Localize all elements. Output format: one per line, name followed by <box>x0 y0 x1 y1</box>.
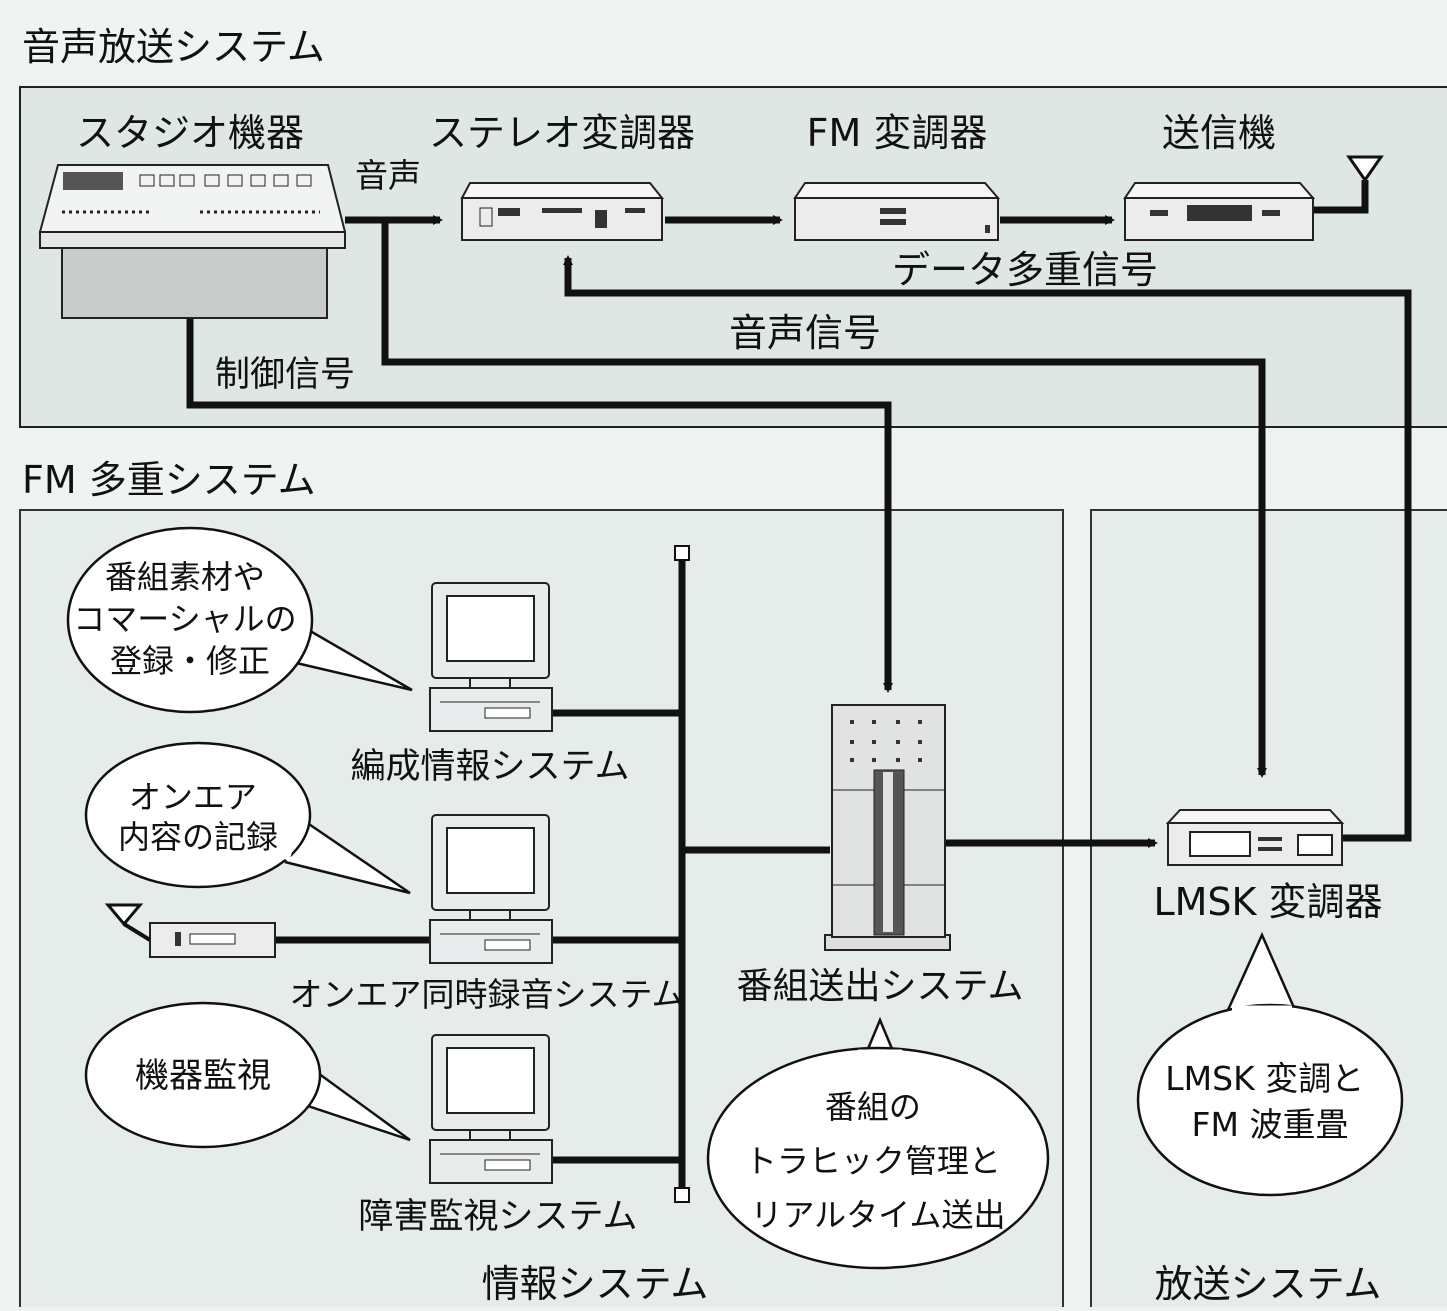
audio-label: 音声 <box>355 156 421 195</box>
data-signal-return-line <box>563 255 1412 842</box>
registration-bubble <box>291 626 413 692</box>
lmsk-modulator-label: LMSK 変調器 <box>1153 880 1382 924</box>
equipment-bubble-joint <box>289 1061 303 1099</box>
onair-recording-computer <box>429 814 553 964</box>
stereo-modulator-label: ステレオ変調器 <box>429 111 695 155</box>
onair-record-line-2: 内容の記録 <box>118 818 278 856</box>
lan-terminator-bottom <box>674 1187 690 1203</box>
fm-system-title: FM 多重システム <box>22 458 316 502</box>
program-server-device <box>824 704 951 951</box>
registration-bubble-text: 番組素材や コマーシャルの 登録・修正 <box>73 558 307 680</box>
receiver-antenna-feed <box>122 922 152 942</box>
lmsk-line-2: FM 波重畳 <box>1192 1105 1349 1144</box>
fm-modulator-label: FM 変調器 <box>807 111 988 155</box>
registration-bubble-joint <box>291 629 308 661</box>
program-tx-label: 番組送出システム <box>737 966 1024 1007</box>
audio-system-title: 音声放送システム <box>22 25 325 69</box>
scheduling-label: 編成情報システム <box>351 747 630 787</box>
transmitter-antenna-icon <box>1346 155 1384 183</box>
equipment-bubble-ellipse <box>84 1001 322 1149</box>
audio-signal-label: 音声信号 <box>729 311 881 355</box>
lan-terminator-top <box>674 545 690 561</box>
lmsk-modulator-device <box>1165 809 1345 866</box>
onair-record-bubble-joint <box>284 819 302 861</box>
traffic-bubble-text: 番組の トラヒック管理と リアルタイム送出 <box>745 1088 1011 1234</box>
onair-recording-label: オンエア同時録音システム <box>289 975 684 1014</box>
onair-record-bubble <box>284 816 411 895</box>
fm-receiver-device <box>149 922 276 958</box>
control-signal-line <box>186 318 893 693</box>
traffic-bubble-ellipse <box>706 1046 1050 1270</box>
registration-bubble-ellipse <box>66 526 314 714</box>
onair-record-bubble-ellipse <box>84 741 312 889</box>
traffic-line-2: トラヒック管理と <box>745 1142 1001 1180</box>
registration-line-2: コマーシャルの <box>73 600 296 638</box>
fm-modulator-device <box>793 182 1001 241</box>
registration-line-1: 番組素材や <box>105 558 265 596</box>
lmsk-bubble-ellipse <box>1136 1003 1404 1197</box>
fault-monitor-computer <box>429 1034 553 1184</box>
transmitter-label: 送信機 <box>1162 111 1276 155</box>
lmsk-line-1: LMSK 変調と <box>1165 1059 1364 1098</box>
audio-branch-line <box>381 220 1267 778</box>
connection-lines <box>186 180 1412 1190</box>
scheduling-computer <box>429 582 553 732</box>
studio-label: スタジオ機器 <box>76 111 304 155</box>
info-system-label: 情報システム <box>482 1262 709 1306</box>
studio-console <box>38 164 347 319</box>
traffic-line-3: リアルタイム送出 <box>750 1196 1005 1234</box>
antenna-feed-line <box>1313 180 1369 214</box>
onair-record-line-1: オンエア <box>129 778 257 816</box>
equipment-bubble-text: 機器監視 <box>135 1056 271 1096</box>
onair-record-bubble-text: オンエア 内容の記録 <box>118 778 278 856</box>
fault-monitor-label: 障害監視システム <box>359 1197 638 1237</box>
registration-line-3: 登録・修正 <box>110 642 270 680</box>
lmsk-bubble-text: LMSK 変調と FM 波重畳 <box>1165 1059 1374 1144</box>
broadcast-system-label: 放送システム <box>1155 1262 1382 1306</box>
traffic-line-1: 番組の <box>825 1088 921 1126</box>
lmsk-bubble <box>1226 931 1297 1011</box>
receiver-antenna-icon <box>104 903 144 927</box>
equipment-line-1: 機器監視 <box>135 1056 271 1096</box>
data-signal-label: データ多重信号 <box>892 248 1158 292</box>
transmitter-device <box>1123 182 1316 241</box>
stereo-modulator-device <box>460 182 665 241</box>
control-signal-label: 制御信号 <box>215 355 355 395</box>
